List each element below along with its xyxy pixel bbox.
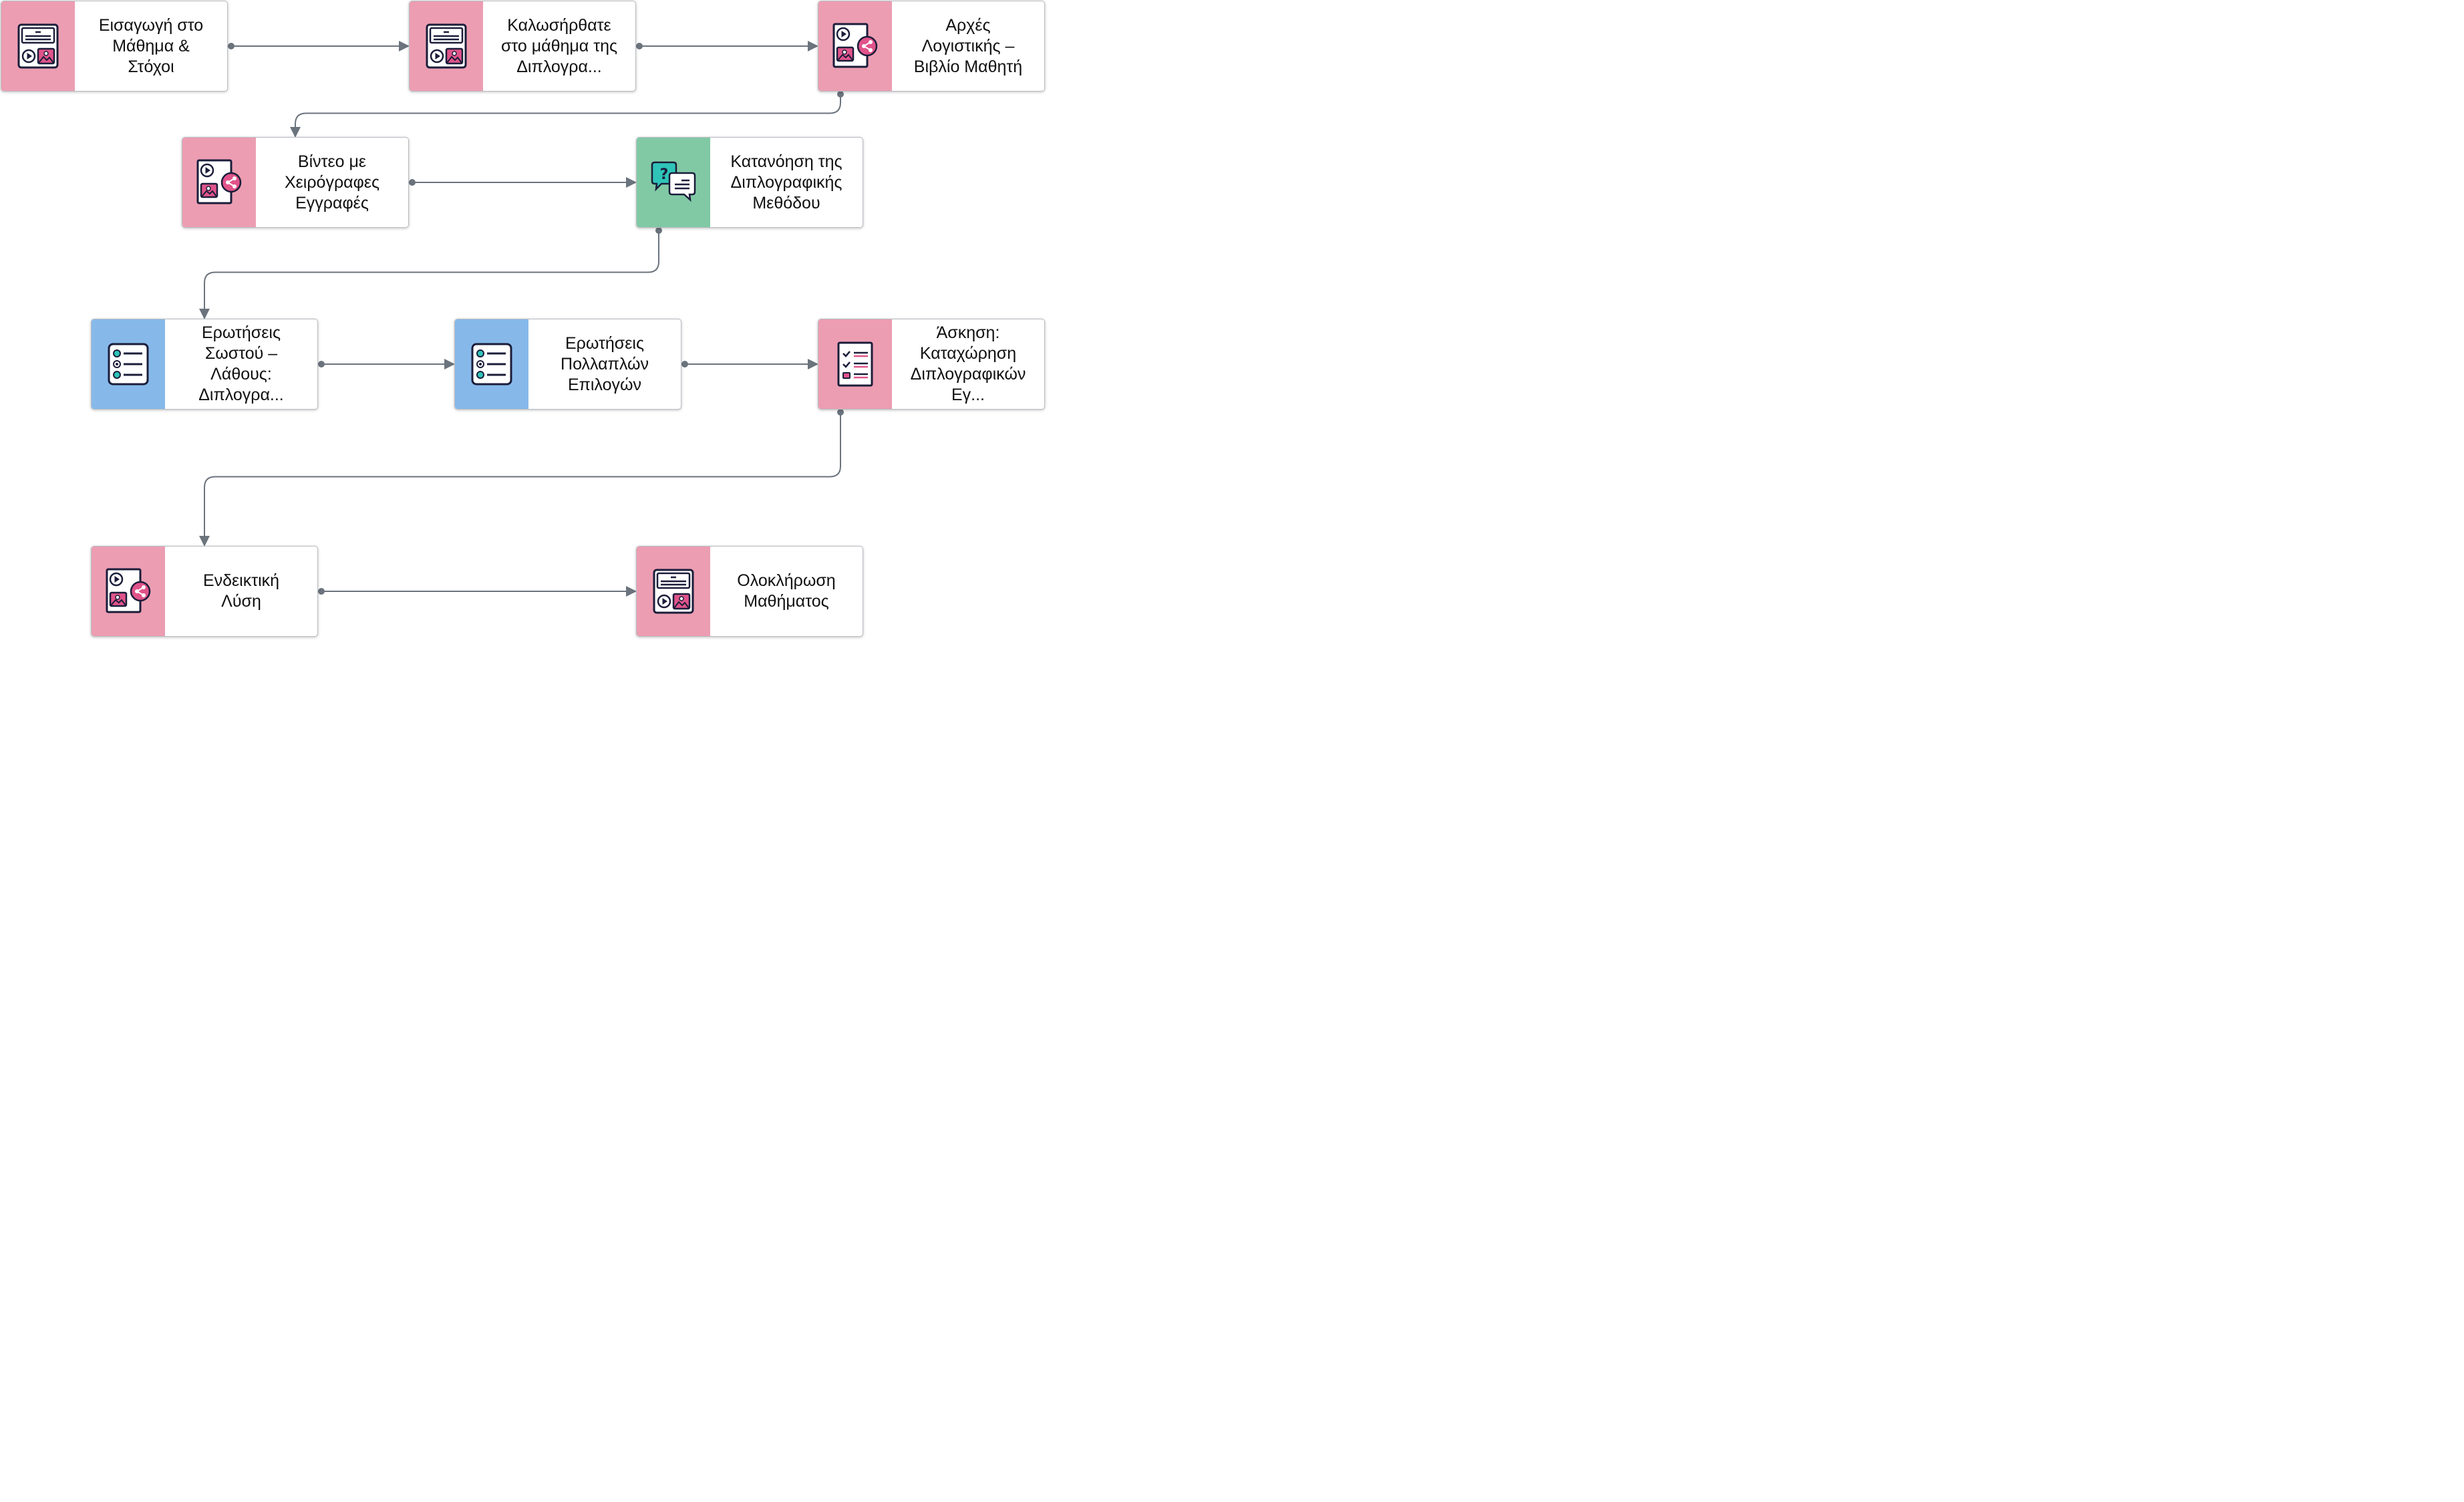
media-page-icon	[652, 568, 695, 615]
connector-port-n6[interactable]	[318, 361, 325, 367]
node-type-strip	[637, 547, 710, 636]
radio-list-icon	[107, 342, 150, 386]
node-label: Καλωσήρθατε στο μάθημα της Διπλογρα...	[500, 15, 618, 76]
connector-port-n3[interactable]	[837, 91, 844, 98]
connector-port-n4[interactable]	[409, 179, 416, 186]
connector-n3-n4	[290, 94, 841, 138]
share-media-icon	[195, 158, 243, 206]
media-page-icon	[425, 23, 468, 69]
node-type-strip	[818, 319, 892, 409]
node-label: Ενδεικτική Λύση	[202, 571, 280, 611]
share-media-icon	[831, 22, 879, 70]
node-label: Ερωτήσεις Σωστού – Λάθους: Διπλογρα...	[198, 323, 284, 404]
node-label: Ολοκλήρωση Μαθήματος	[737, 571, 836, 611]
node-type-strip	[182, 138, 256, 227]
node-label: Άσκηση: Καταχώρηση Διπλογραφικών Εγ...	[910, 323, 1026, 404]
question-chat-icon: ?	[649, 161, 698, 204]
connector-n8-n9	[199, 412, 841, 547]
svg-text:?: ?	[660, 166, 669, 183]
connector-port-n7[interactable]	[681, 361, 688, 367]
node-course-completion[interactable]: Ολοκλήρωση Μαθήματος	[636, 546, 863, 637]
connector-n5-n6	[199, 231, 659, 319]
connector-port-n5[interactable]	[655, 227, 662, 234]
node-type-strip	[92, 319, 165, 409]
connector-layer	[199, 41, 844, 597]
node-welcome[interactable]: Καλωσήρθατε στο μάθημα της Διπλογρα...	[409, 1, 636, 92]
connector-port-n1[interactable]	[228, 43, 235, 49]
share-media-icon	[104, 567, 152, 615]
node-type-strip	[92, 547, 165, 636]
node-multiple-choice-questions[interactable]: Ερωτήσεις Πολλαπλών Επιλογών	[454, 319, 681, 410]
node-true-false-questions[interactable]: Ερωτήσεις Σωστού – Λάθους: Διπλογρα...	[91, 319, 318, 410]
node-exercise-entries[interactable]: Άσκηση: Καταχώρηση Διπλογραφικών Εγ...	[818, 319, 1045, 410]
node-handwritten-entries-video[interactable]: Βίντεο με Χειρόγραφες Εγγραφές	[182, 137, 409, 228]
node-label: Εισαγωγή στο Μάθημα & Στόχοι	[98, 15, 204, 76]
node-type-strip	[410, 1, 483, 91]
node-accounting-principles-book[interactable]: Αρχές Λογιστικής – Βιβλίο Μαθητή	[818, 1, 1045, 92]
node-label: Κατανόηση της Διπλογραφικής Μεθόδου	[730, 152, 842, 212]
checklist-icon	[836, 341, 874, 388]
flow-diagram: Εισαγωγή στο Μάθημα & Στόχοι Καλωσήρθατε…	[0, 0, 1048, 639]
node-understanding-method[interactable]: ? Κατανόηση της Διπλογραφικής Μεθόδου	[636, 137, 863, 228]
connector-port-n8[interactable]	[837, 409, 844, 416]
connector-port-n2[interactable]	[636, 43, 643, 49]
node-label: Βίντεο με Χειρόγραφες Εγγραφές	[284, 152, 380, 212]
node-type-strip	[818, 1, 892, 91]
node-intro-goals[interactable]: Εισαγωγή στο Μάθημα & Στόχοι	[1, 1, 228, 92]
radio-list-icon	[470, 342, 513, 386]
node-type-strip: ?	[637, 138, 710, 227]
connector-port-n9[interactable]	[318, 588, 325, 595]
node-type-strip	[455, 319, 528, 409]
node-sample-solution[interactable]: Ενδεικτική Λύση	[91, 546, 318, 637]
node-type-strip	[1, 1, 75, 91]
node-label: Ερωτήσεις Πολλαπλών Επιλογών	[561, 333, 649, 394]
media-page-icon	[17, 23, 59, 69]
node-label: Αρχές Λογιστικής – Βιβλίο Μαθητή	[913, 15, 1023, 76]
